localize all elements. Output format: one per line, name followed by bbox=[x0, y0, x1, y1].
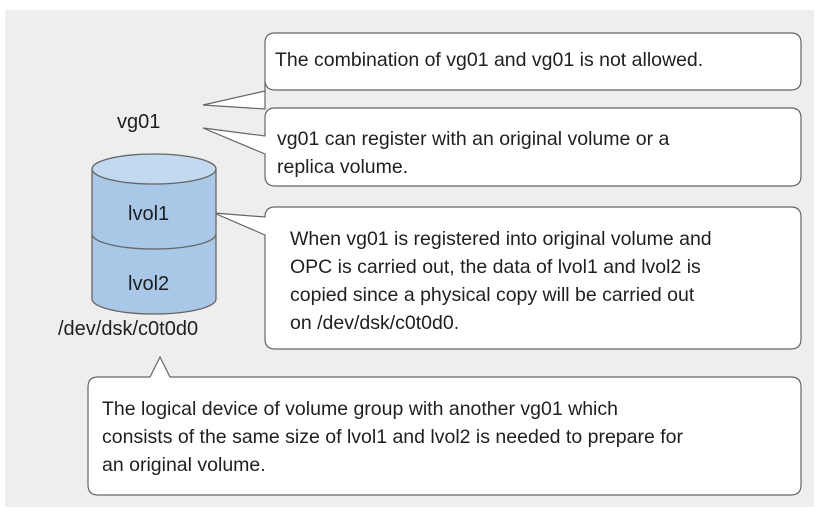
cylinder-divider bbox=[91, 233, 217, 250]
cylinder-body bbox=[91, 169, 217, 315]
lvol1-label: lvol1 bbox=[128, 203, 170, 225]
callout-opc-bubble bbox=[213, 206, 802, 350]
callout-combination-bubble bbox=[202, 32, 802, 110]
callout-shapes bbox=[87, 32, 802, 496]
callout-logical-device-text: The logical device of volume group with … bbox=[102, 398, 683, 476]
callout-register-text: vg01 can register with an original volum… bbox=[277, 128, 670, 178]
callout-logical-device-bubble bbox=[87, 355, 802, 496]
lvol2-label: lvol2 bbox=[128, 273, 170, 295]
volume-cylinder bbox=[91, 153, 217, 315]
callout-opc-text: When vg01 is registered into original vo… bbox=[290, 228, 712, 334]
volume-group-label: vg01 bbox=[117, 111, 161, 133]
device-label: /dev/dsk/c0t0d0 bbox=[58, 318, 199, 340]
callout-register-bubble bbox=[202, 107, 802, 187]
callout-combination-text: The combination of vg01 and vg01 is not … bbox=[275, 49, 704, 71]
cylinder-top bbox=[91, 153, 217, 185]
